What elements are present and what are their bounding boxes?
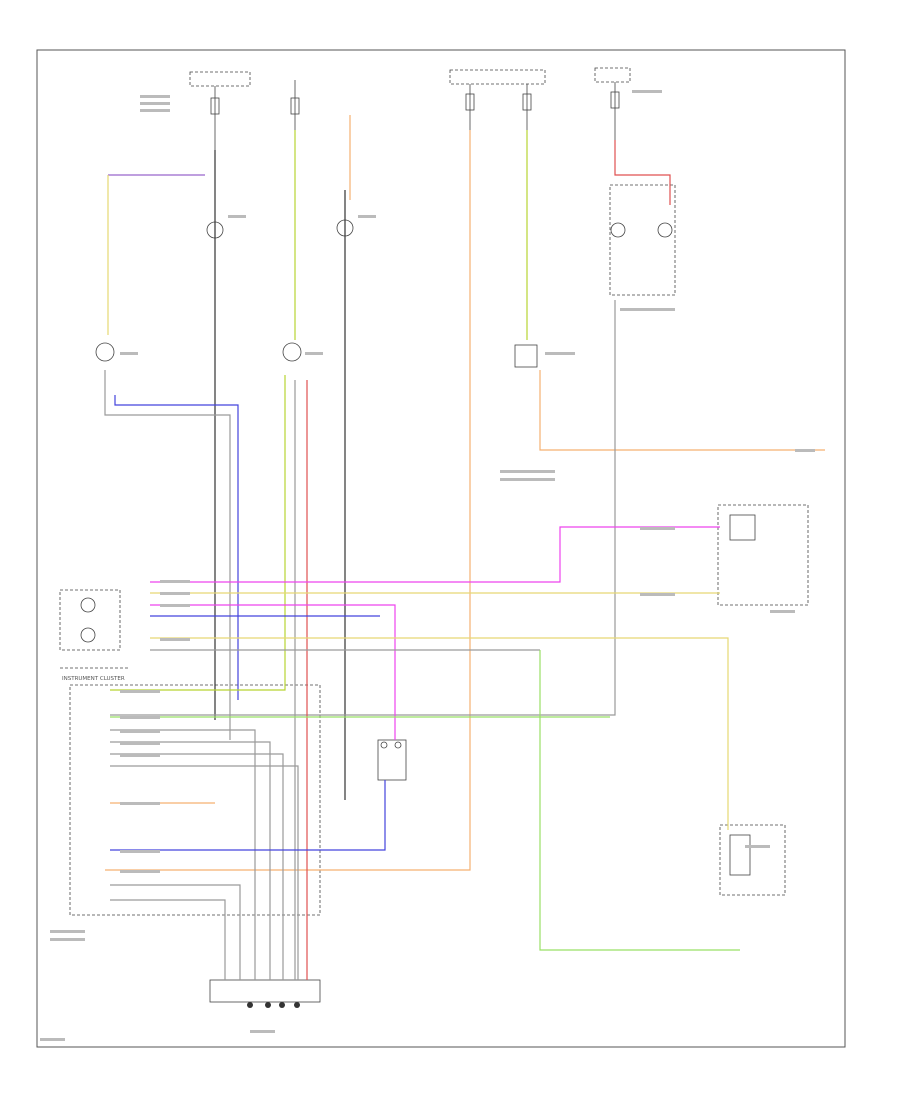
wire-pink-cluster (150, 526, 720, 583)
wire-gray-module-lower-2 (110, 899, 226, 980)
wire-module-4 (110, 765, 299, 980)
fuse-block-left (189, 71, 300, 150)
wire-blue-upper (114, 395, 239, 700)
wire-orange-long (105, 130, 471, 871)
fuse-block-right (594, 67, 631, 145)
relay-box-right (717, 504, 809, 606)
wire-light-green-lower (539, 650, 740, 951)
wire-orange-right (539, 370, 825, 451)
lamps-right-pair (609, 184, 676, 296)
ground-block (209, 979, 321, 1008)
wire-pink-cluster-2 (150, 604, 396, 740)
connector-center (377, 739, 407, 781)
wires (104, 115, 825, 980)
lamp-center-mid (282, 342, 302, 362)
wire-module-1 (110, 729, 256, 980)
switch-lower-right (719, 824, 786, 896)
tiny-labels (40, 90, 815, 1041)
control-module-left (69, 684, 321, 916)
wire-yellow-green-lamp (110, 375, 286, 691)
wire-module-2 (110, 741, 271, 980)
wire-module-3 (110, 753, 284, 980)
cluster-lamps (59, 589, 121, 651)
lamp-left-mid (95, 342, 115, 362)
wire-red-right (614, 140, 671, 205)
wire-blue-module (110, 780, 386, 851)
instrument-cluster-label: INSTRUMENT CLUSTER (62, 676, 125, 682)
switch-center-right (514, 344, 538, 368)
wire-yellow-cluster-2 (150, 637, 729, 830)
wire-gray-module-lower (110, 884, 241, 980)
diagram-frame (36, 49, 846, 1048)
wire-gray-left-lamp (104, 370, 231, 740)
fuse-block-center (449, 69, 546, 150)
wire-gray-right (110, 300, 616, 716)
